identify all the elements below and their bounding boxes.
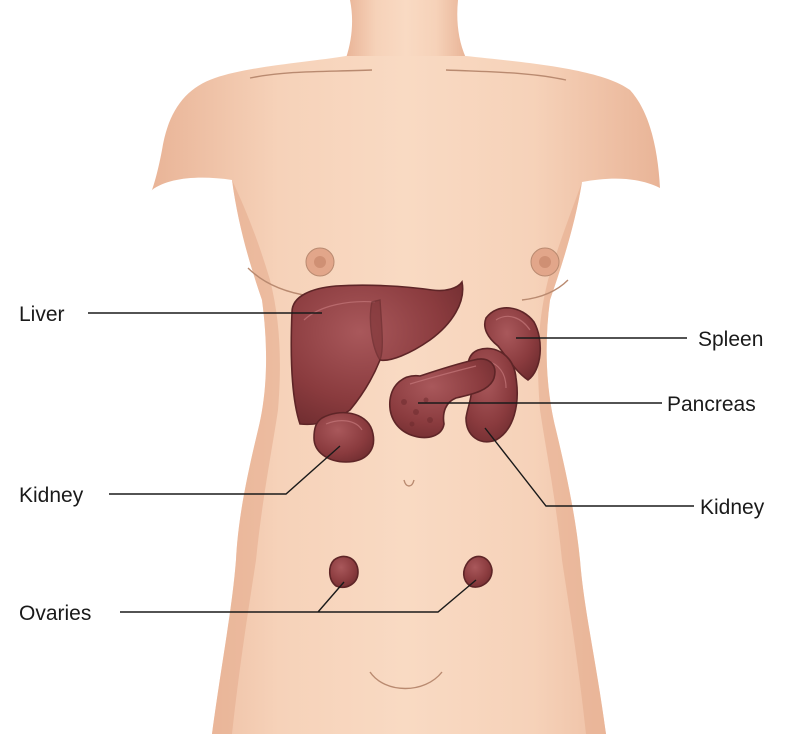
label-pancreas: Pancreas: [667, 393, 756, 416]
label-liver: Liver: [19, 303, 65, 326]
label-kidney-left-side: Kidney: [19, 484, 84, 507]
neck: [346, 0, 466, 58]
right-nipple: [531, 248, 559, 276]
kidney-left-side: [314, 413, 374, 462]
label-ovaries: Ovaries: [19, 602, 91, 625]
torso-figure: [152, 0, 660, 734]
label-kidney-right-side: Kidney: [700, 496, 765, 519]
ovary-right-side: [464, 556, 492, 587]
label-spleen: Spleen: [698, 328, 763, 351]
left-nipple: [306, 248, 334, 276]
